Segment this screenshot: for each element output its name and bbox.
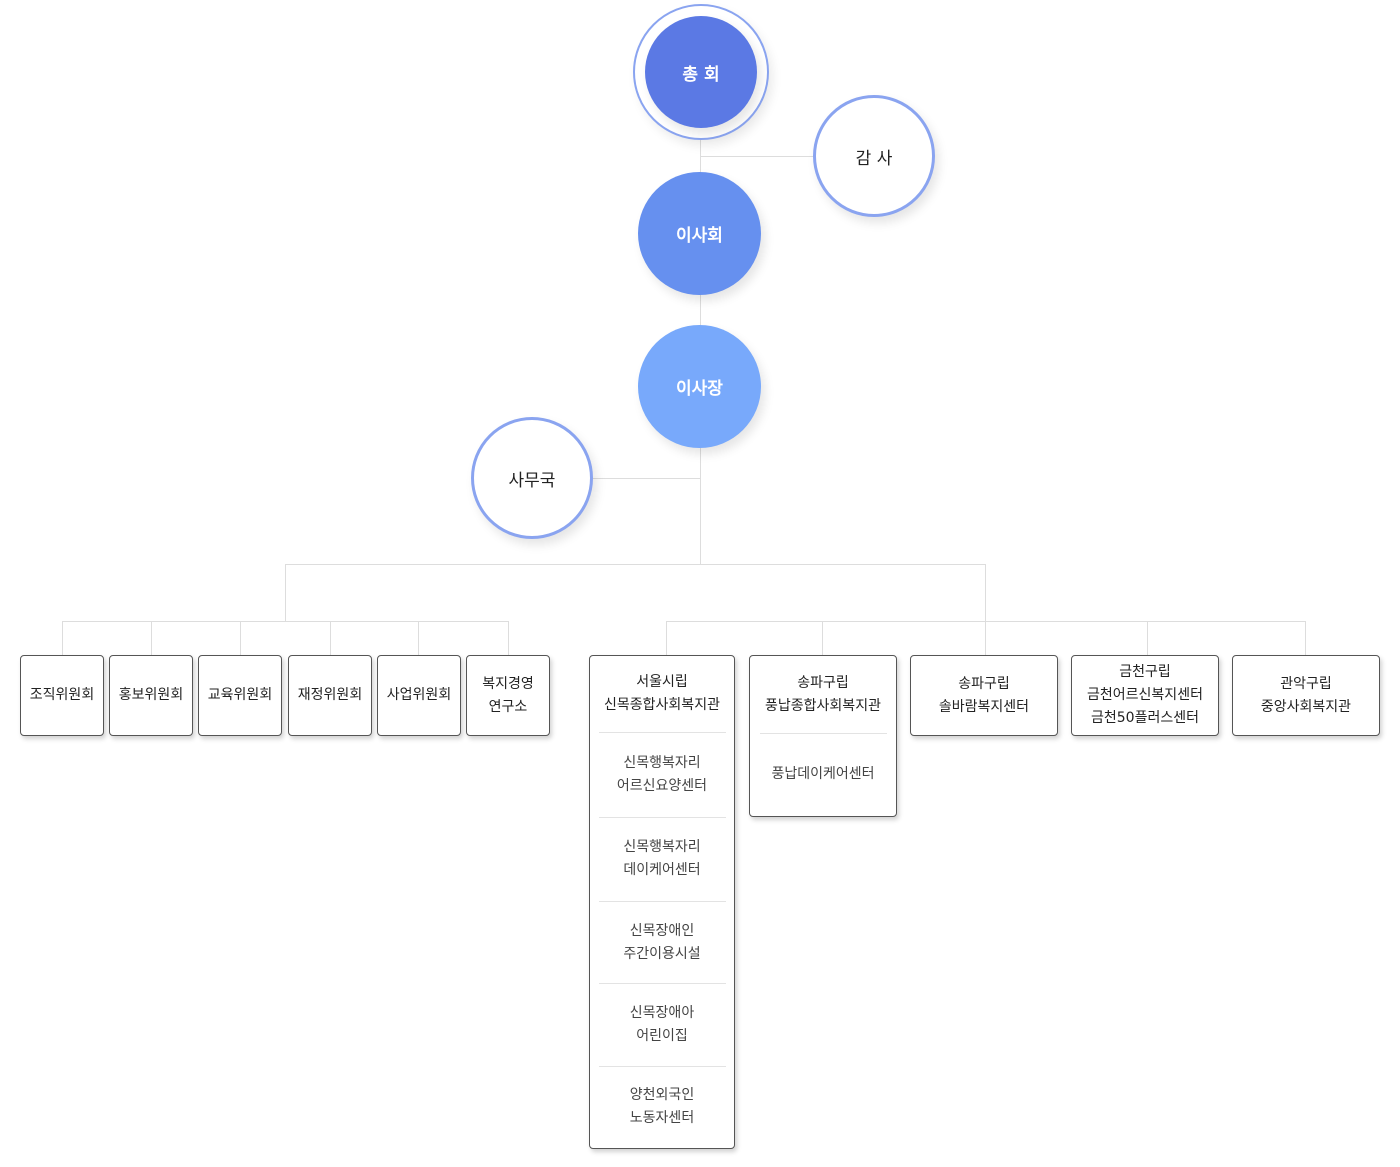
sub-line: 신목장애인 — [629, 922, 695, 939]
connector — [985, 621, 986, 656]
sub-line: 풍납데이케어센터 — [771, 765, 875, 782]
sub-line: 어르신요양센터 — [616, 778, 708, 795]
box-line: 관악구립 — [1280, 675, 1332, 692]
institution-box-gwanak[interactable]: 관악구립 중앙사회복지관 — [1232, 655, 1380, 736]
connector — [822, 621, 823, 656]
box-line: 금천어르신복지센터 — [1087, 687, 1203, 703]
connector — [285, 564, 985, 565]
connector — [240, 621, 241, 656]
secretariat-label: 사무국 — [508, 470, 556, 491]
sub-institution[interactable]: 신목행복자리 어르신요양센터 — [598, 732, 726, 816]
general-assembly-node[interactable]: 총 회 — [645, 16, 757, 128]
connector — [700, 156, 816, 157]
connector — [666, 621, 667, 656]
connector — [151, 621, 152, 656]
connector — [62, 621, 508, 622]
board-node[interactable]: 이사회 — [638, 172, 761, 295]
committee-label: 조직위원회 — [29, 687, 95, 703]
box-line: 풍납종합사회복지관 — [765, 697, 881, 714]
sub-institution[interactable]: 풍납데이케어센터 — [759, 733, 887, 814]
auditor-node[interactable]: 감 사 — [813, 95, 935, 217]
sub-institution[interactable]: 신목장애아 어린이집 — [598, 983, 726, 1065]
sub-institution[interactable]: 신목장애인 주간이용시설 — [598, 901, 726, 983]
connector — [418, 621, 419, 656]
chairman-node[interactable]: 이사장 — [638, 325, 761, 448]
auditor-label: 감 사 — [855, 148, 893, 169]
sub-institution[interactable]: 신목행복자리 데이케어센터 — [598, 816, 726, 901]
box-line: 복지경영 — [482, 675, 534, 692]
connector — [985, 564, 986, 622]
sub-line: 주간이용시설 — [623, 945, 701, 962]
connector — [592, 478, 700, 479]
box-line: 금천구립 — [1119, 664, 1171, 680]
box-line: 서울시립 — [636, 674, 688, 691]
connector — [62, 621, 63, 656]
box-line: 연구소 — [488, 698, 528, 715]
box-line: 송파구립 — [797, 674, 849, 691]
committee-box[interactable]: 교육위원회 — [198, 655, 282, 736]
sub-line: 노동자센터 — [629, 1110, 695, 1127]
committee-label: 재정위원회 — [297, 687, 363, 703]
committee-label: 사업위원회 — [386, 687, 452, 703]
box-line: 중앙사회복지관 — [1260, 698, 1352, 715]
board-label: 이사회 — [676, 226, 723, 246]
connector — [508, 621, 509, 656]
committee-label: 교육위원회 — [207, 687, 273, 703]
sub-line: 데이케어센터 — [623, 862, 701, 879]
box-line: 금천50플러스센터 — [1091, 710, 1199, 726]
committee-box[interactable]: 조직위원회 — [20, 655, 104, 736]
connector — [330, 621, 331, 656]
sub-line: 신목행복자리 — [623, 755, 701, 772]
secretariat-node[interactable]: 사무국 — [471, 417, 593, 539]
sub-institution[interactable]: 양천외국인 노동자센터 — [598, 1065, 726, 1148]
institution-box-geumcheon[interactable]: 금천구립 금천어르신복지센터 금천50플러스센터 — [1071, 655, 1219, 736]
research-institute-box[interactable]: 복지경영 연구소 — [466, 655, 550, 736]
sub-line: 신목행복자리 — [623, 839, 701, 856]
committee-box[interactable]: 재정위원회 — [288, 655, 372, 736]
sub-line: 어린이집 — [636, 1027, 688, 1044]
general-assembly-label: 총 회 — [682, 64, 720, 85]
box-line: 신목종합사회복지관 — [604, 697, 720, 714]
connector — [285, 564, 286, 622]
chairman-label: 이사장 — [676, 379, 723, 399]
institution-box-solbaram[interactable]: 송파구립 솔바람복지센터 — [910, 655, 1058, 736]
sub-line: 양천외국인 — [629, 1087, 695, 1104]
box-line: 솔바람복지센터 — [938, 698, 1030, 715]
committee-label: 홍보위원회 — [118, 687, 184, 703]
committee-box[interactable]: 홍보위원회 — [109, 655, 193, 736]
committee-box[interactable]: 사업위원회 — [377, 655, 461, 736]
institution-box-pungnap[interactable]: 송파구립 풍납종합사회복지관 풍납데이케어센터 — [749, 655, 897, 817]
connector — [1147, 621, 1148, 656]
box-line: 송파구립 — [958, 675, 1010, 692]
sub-line: 신목장애아 — [629, 1004, 695, 1021]
connector — [1305, 621, 1306, 656]
institution-box-sinmok[interactable]: 서울시립 신목종합사회복지관 신목행복자리 어르신요양센터 신목행복자리 데이케… — [589, 655, 735, 1149]
